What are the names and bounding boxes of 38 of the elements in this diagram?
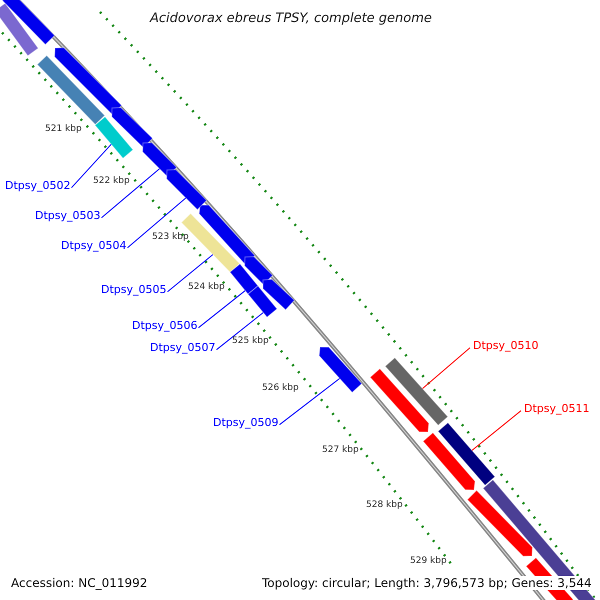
tick-label: 522 kbp — [93, 177, 130, 186]
gene-label: Dtpsy_0505 — [101, 284, 167, 295]
leader-line — [127, 198, 186, 248]
gene-segment — [437, 422, 496, 486]
gene-label: Dtpsy_0511 — [524, 403, 590, 414]
leader-line — [279, 378, 340, 426]
leader-line — [198, 290, 246, 328]
gene-segment — [318, 346, 362, 394]
leader-line — [71, 144, 112, 188]
tick-label: 528 kbp — [366, 501, 403, 510]
gene-segment — [142, 142, 178, 178]
gene-label: Dtpsy_0502 — [5, 180, 71, 191]
gene-label: Dtpsy_0503 — [35, 210, 101, 221]
gene-label: Dtpsy_0509 — [213, 417, 279, 428]
title: Acidovorax ebreus TPSY, complete genome — [150, 12, 432, 25]
leader-line — [472, 410, 522, 451]
gene-segment — [94, 116, 134, 159]
leader-line — [216, 312, 264, 350]
gene-segment — [166, 169, 208, 210]
gene-label: Dtpsy_0510 — [473, 340, 539, 351]
leader-line — [167, 254, 214, 292]
tick-label: 521 kbp — [45, 125, 82, 134]
tick-label: 527 kbp — [322, 446, 359, 455]
tick-label: 525 kbp — [232, 337, 269, 346]
accession-text: Accession: NC_011992 — [9, 576, 150, 590]
gene-segment — [384, 357, 448, 426]
gene-segment — [229, 263, 259, 295]
gene-label: Dtpsy_0506 — [132, 320, 198, 331]
gene-label: Dtpsy_0504 — [61, 240, 127, 251]
tick-label: 523 kbp — [152, 233, 189, 242]
tick-label: 526 kbp — [262, 384, 299, 393]
gene-label: Dtpsy_0507 — [150, 342, 216, 353]
tick-label: 529 kbp — [410, 557, 447, 566]
tick-label: 524 kbp — [188, 283, 225, 292]
leader-line — [422, 347, 470, 389]
gene-segment — [247, 285, 278, 318]
leader-line — [101, 168, 160, 218]
genome-summary-text: Topology: circular; Length: 3,796,573 bp; Genes: 3,544 — [260, 576, 594, 590]
